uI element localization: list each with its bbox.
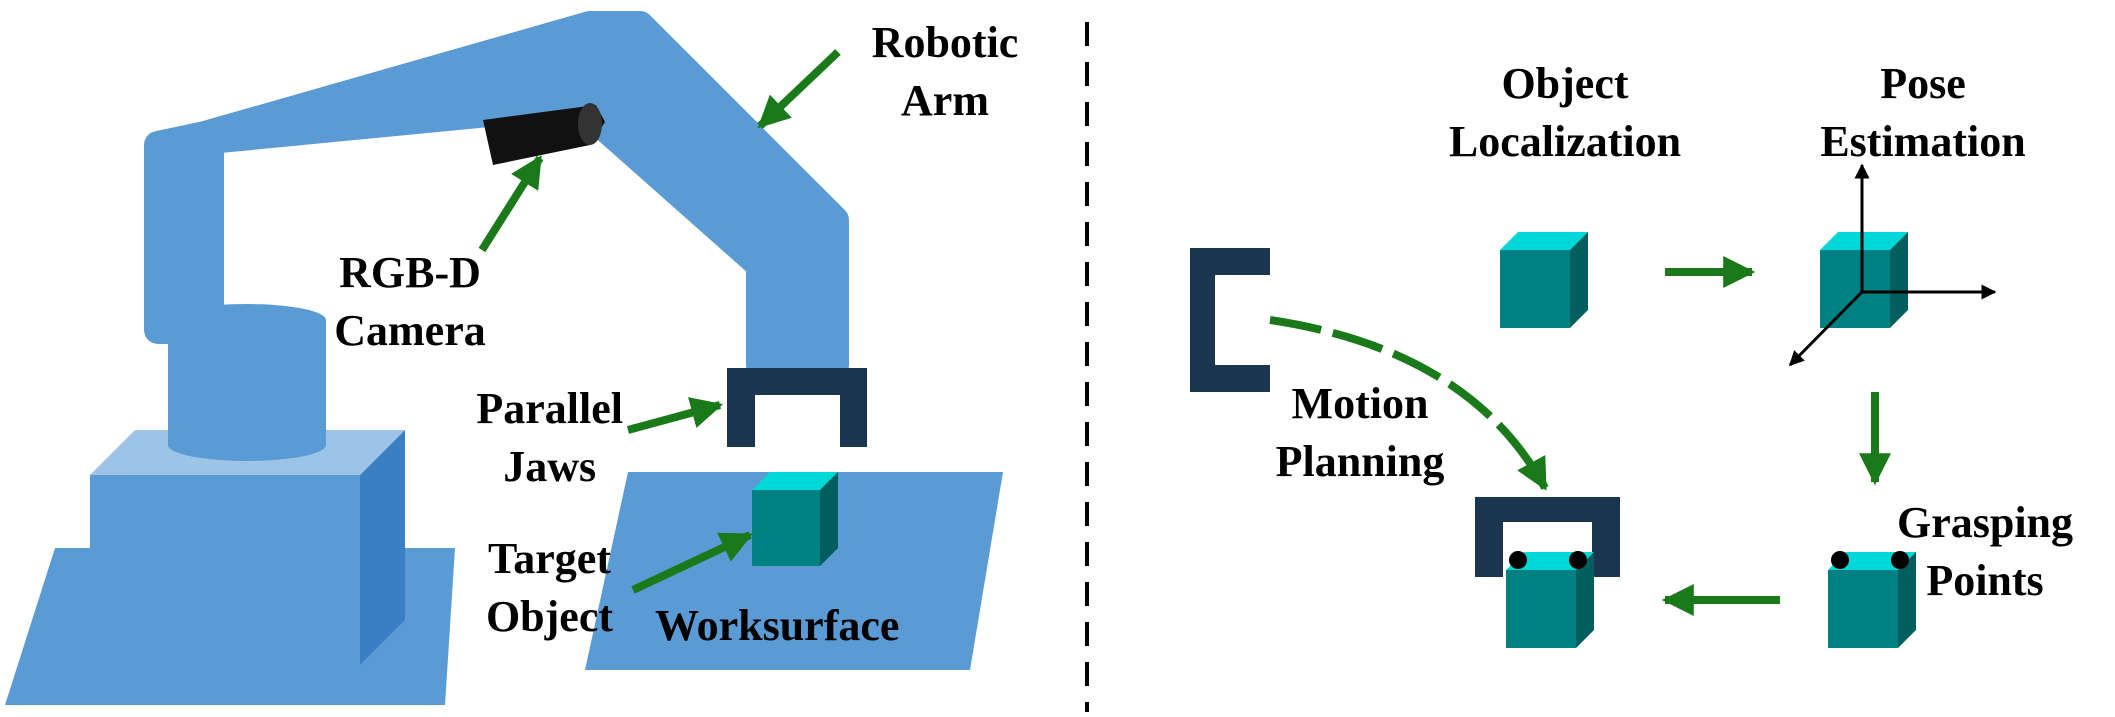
robotic-arm [144, 11, 849, 379]
green-arrow-icon [631, 531, 753, 594]
green-arrow-icon [757, 49, 841, 129]
label-worksurface: Worksurface [655, 601, 900, 650]
gripper-icon [1190, 248, 1270, 392]
gripper-icon [727, 368, 867, 447]
cube-icon [1820, 232, 1908, 250]
grasp-dot-icon [1569, 551, 1587, 569]
green-arrow-icon [1269, 316, 1549, 491]
grasp-dot-icon [1831, 551, 1849, 569]
base-box-side [360, 430, 405, 665]
grasp-dot-icon [1891, 551, 1909, 569]
pose-axes-icon [1788, 163, 1997, 367]
green-arrow-icon [478, 155, 544, 253]
cube-icon [1500, 232, 1588, 250]
base-box-front [90, 475, 360, 550]
cube-icon [752, 472, 838, 490]
grasp-dot-icon [1509, 551, 1527, 569]
base-floor-plate [5, 548, 455, 705]
green-arrow-icon [626, 397, 724, 434]
camera-icon [483, 105, 605, 165]
base-cylinder-bottom [168, 429, 326, 461]
worksurface-plane [585, 472, 1003, 670]
gripper-icon [1475, 497, 1620, 577]
